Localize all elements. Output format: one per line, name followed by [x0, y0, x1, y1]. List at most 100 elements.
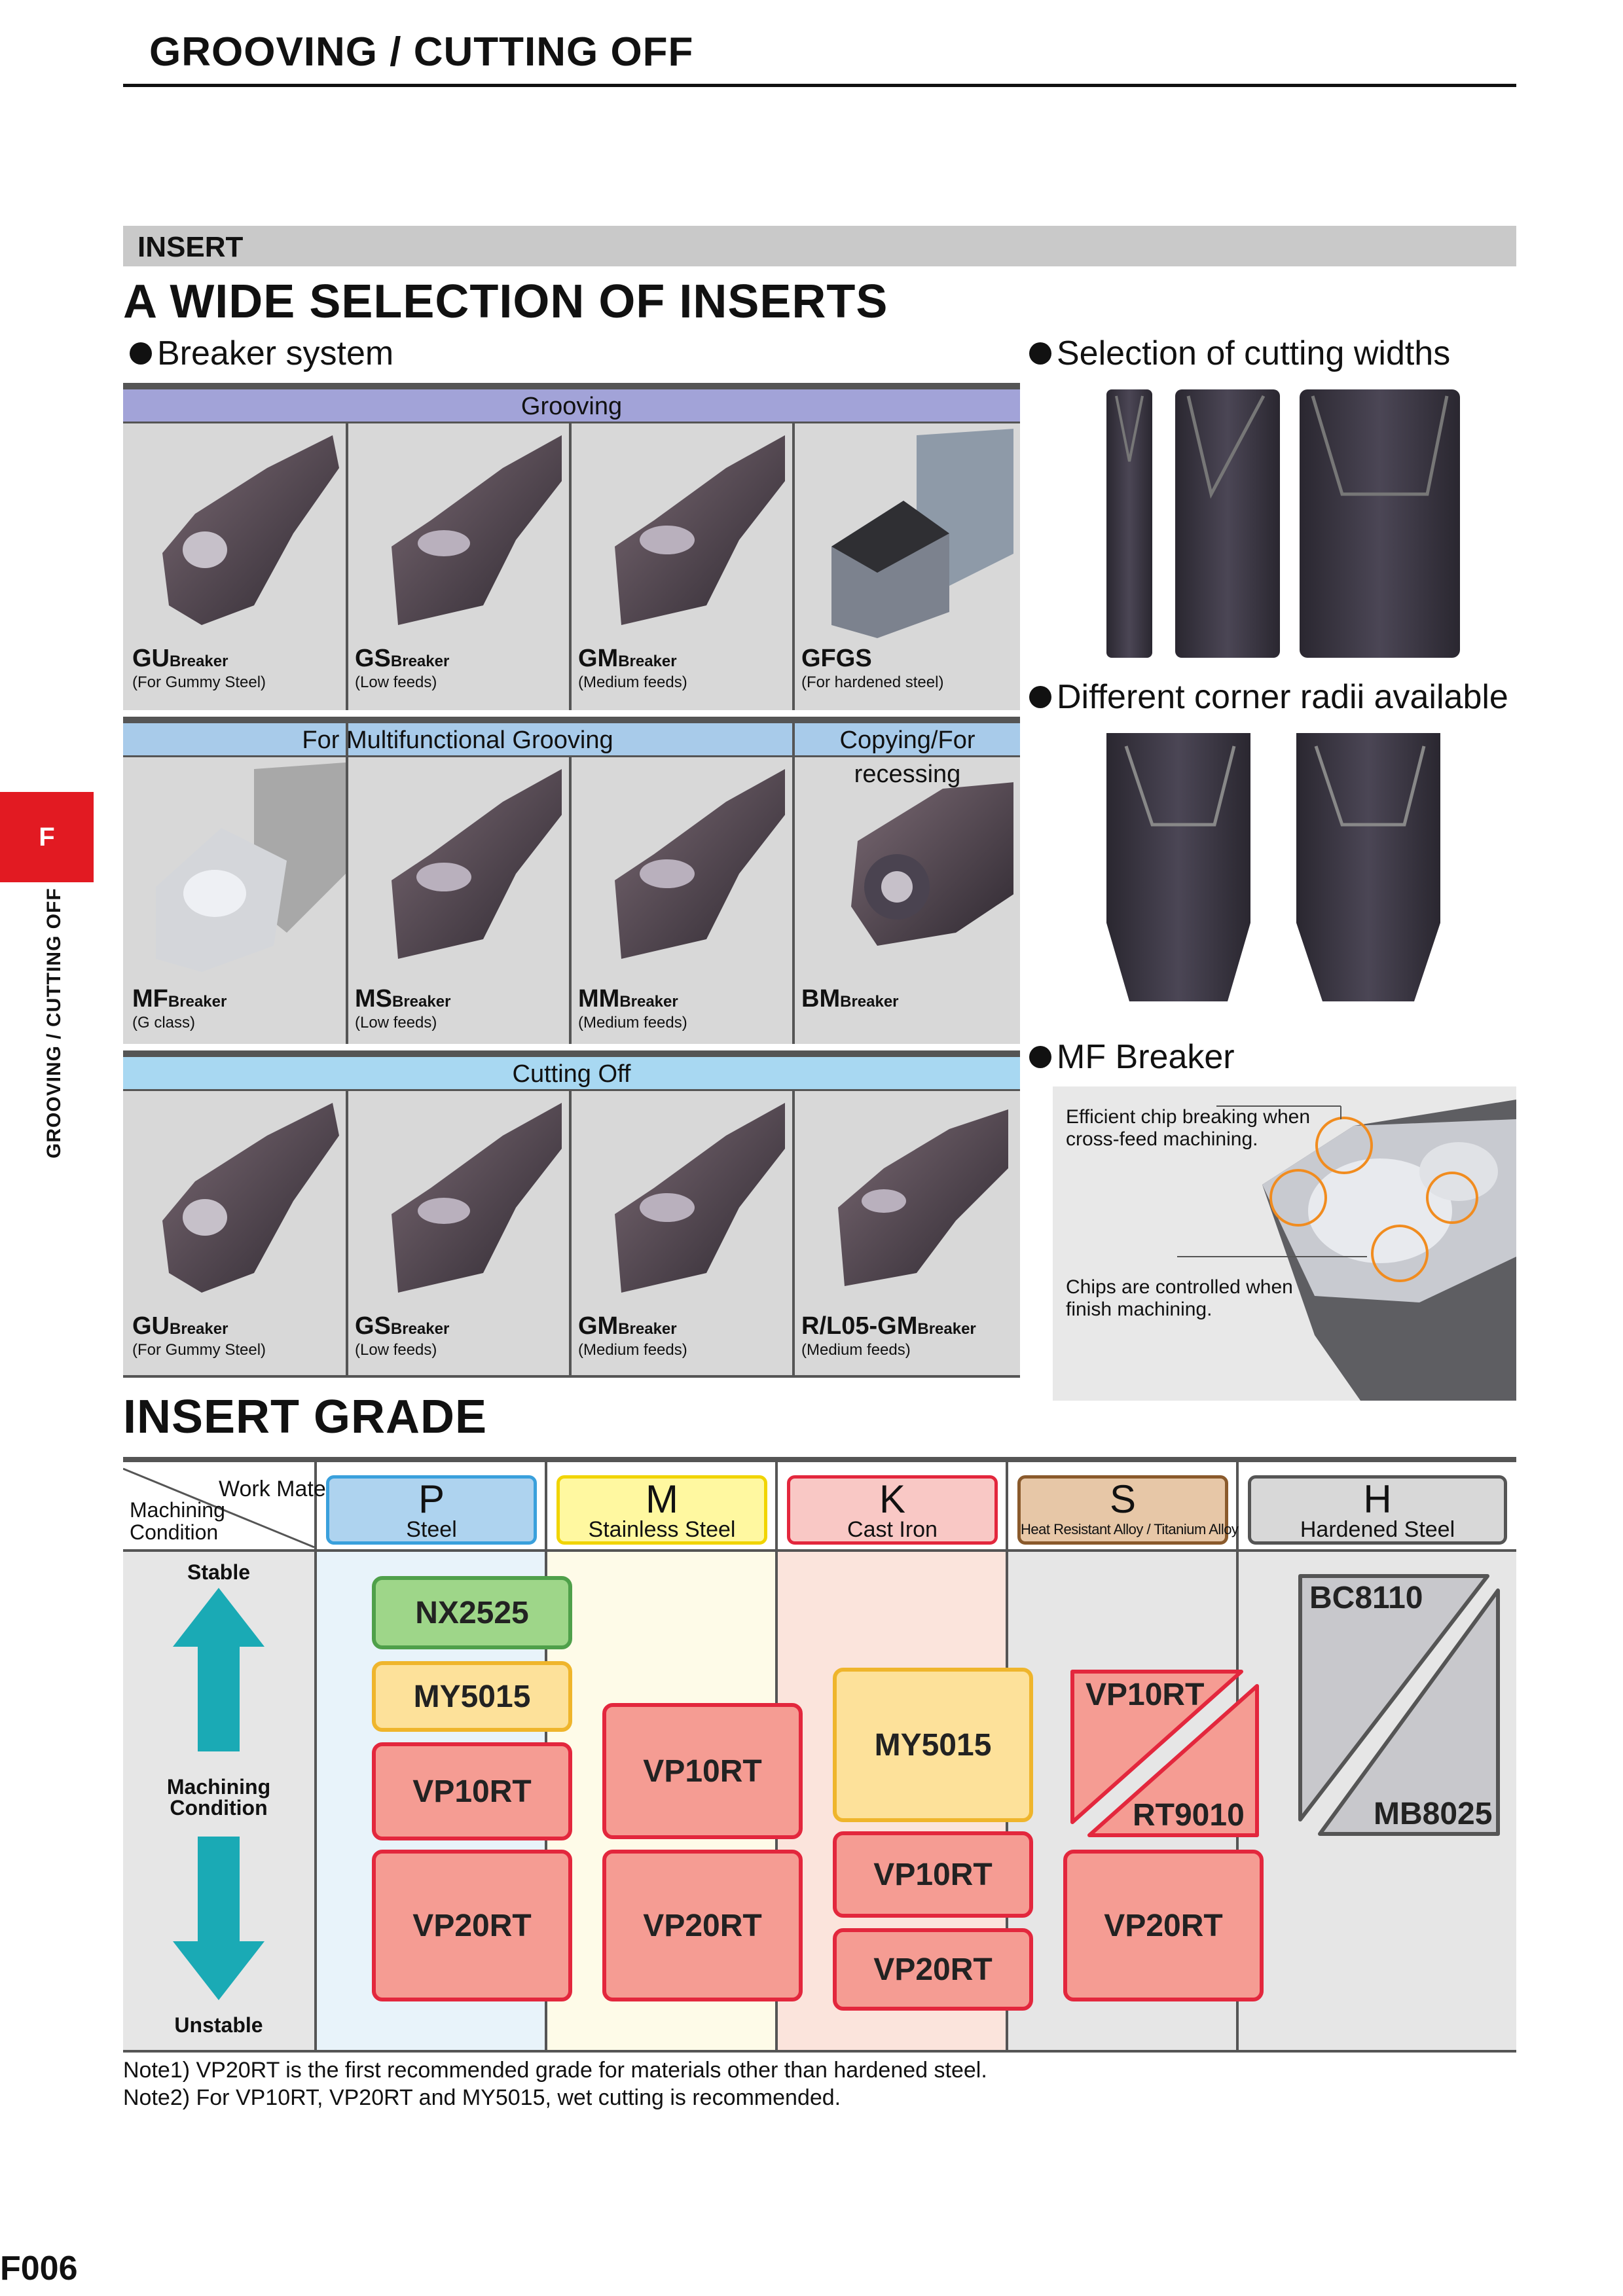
- mf-note-cross-feed: Efficient chip breaking when cross-feed …: [1066, 1106, 1311, 1150]
- small-radius-blade-icon: [1106, 733, 1250, 1001]
- col-head-k: K Cast Iron: [787, 1475, 998, 1545]
- grade-p-vp10rt[interactable]: VP10RT: [372, 1742, 572, 1840]
- cell-desc-gs-cutoff: (Low feeds): [355, 1341, 437, 1359]
- side-tab-f[interactable]: F: [0, 792, 94, 882]
- cell-desc-mm: (Medium feeds): [578, 1014, 687, 1031]
- page-title: GROOVING / CUTTING OFF: [149, 29, 694, 75]
- cell-name-gfgs: GFGS: [801, 645, 872, 672]
- band-grooving: Grooving: [123, 389, 1020, 423]
- band-multifunctional: For Multifunctional Grooving: [123, 723, 792, 757]
- grade-h-bc8110[interactable]: BC8110: [1309, 1581, 1423, 1615]
- ms-insert-icon: [392, 769, 562, 959]
- cell-desc-rl05-gm: (Medium feeds): [801, 1341, 911, 1359]
- cell-name-mm: MMBreaker: [578, 985, 678, 1013]
- breaker-system-heading: Breaker system: [130, 334, 393, 373]
- cell-desc-gs-grooving: (Low feeds): [355, 673, 437, 691]
- cell-desc-gm-grooving: (Medium feeds): [578, 673, 687, 691]
- gfgs-insert-icon: [831, 429, 1013, 638]
- cell-desc-gu-grooving: (For Gummy Steel): [132, 673, 266, 691]
- gm-insert-icon: [615, 435, 785, 625]
- band-copying: Copying/For recessing: [795, 723, 1020, 788]
- bullet-icon: [1029, 686, 1051, 708]
- cell-desc-gu-cutoff: (For Gummy Steel): [132, 1341, 266, 1359]
- cell-desc-ms: (Low feeds): [355, 1014, 437, 1031]
- cell-name-gm-grooving: GMBreaker: [578, 645, 677, 672]
- cutting-off-inserts-illustration: [162, 1103, 1008, 1293]
- band-cutting-off: Cutting Off: [123, 1057, 1020, 1091]
- grade-p-vp20rt[interactable]: VP20RT: [372, 1850, 572, 2001]
- gu-cutoff-insert-icon: [162, 1103, 339, 1293]
- bullet-icon: [130, 342, 152, 365]
- grooving-inserts-illustration: [162, 429, 1013, 638]
- highlight-circle-icon: [1315, 1117, 1373, 1174]
- cutting-widths-heading: Selection of cutting widths: [1029, 334, 1450, 373]
- bullet-icon: [1029, 1046, 1051, 1068]
- grade-k-vp10rt[interactable]: VP10RT: [833, 1831, 1033, 1918]
- grooving-panel: Grooving GUBreaker (For Gummy Steel) GSB…: [123, 383, 1020, 710]
- mf-breaker-heading: MF Breaker: [1029, 1037, 1235, 1077]
- rl05-gm-insert-icon: [838, 1109, 1008, 1286]
- bullet-icon: [1029, 342, 1051, 365]
- cutting-widths-illustration: [1106, 389, 1460, 658]
- gu-insert-icon: [162, 435, 339, 625]
- grade-p-my5015[interactable]: MY5015: [372, 1661, 572, 1732]
- col-head-p: P Steel: [326, 1475, 537, 1545]
- mm-insert-icon: [615, 769, 785, 959]
- grade-s-vp10rt[interactable]: VP10RT: [1085, 1677, 1205, 1712]
- grade-s-split-icon: [1070, 1670, 1259, 1837]
- grade-m-vp20rt[interactable]: VP20RT: [602, 1850, 803, 2001]
- gs-insert-icon: [392, 435, 562, 625]
- mf-note-finish: Chips are controlled when finish machini…: [1066, 1276, 1293, 1320]
- narrow-blade-icon: [1106, 389, 1152, 658]
- highlight-circle-icon: [1371, 1225, 1429, 1282]
- note-1: Note1) VP20RT is the first recommended g…: [123, 2058, 987, 2083]
- multifunctional-panel: For Multifunctional Grooving Copying/For…: [123, 717, 1020, 1044]
- unstable-label: Unstable: [174, 2013, 263, 2037]
- large-radius-blade-icon: [1296, 733, 1440, 1001]
- cell-desc-gfgs: (For hardened steel): [801, 673, 944, 691]
- highlight-circle-icon: [1269, 1169, 1327, 1227]
- side-section-label: GROOVING / CUTTING OFF: [43, 888, 65, 1158]
- col-head-s: S Heat Resistant Alloy / Titanium Alloy: [1017, 1475, 1239, 1545]
- cell-name-gu-cutoff: GUBreaker: [132, 1312, 228, 1340]
- multifunctional-inserts-illustration: [156, 762, 1013, 972]
- cell-desc-mf: (G class): [132, 1014, 195, 1031]
- grade-k-my5015[interactable]: MY5015: [833, 1668, 1033, 1822]
- note-2: Note2) For VP10RT, VP20RT and MY5015, we…: [123, 2085, 841, 2110]
- col-head-h: H Hardened Steel: [1248, 1475, 1507, 1545]
- grade-h-mb8025[interactable]: MB8025: [1374, 1797, 1493, 1831]
- bm-insert-icon: [851, 782, 1013, 946]
- grade-table: Work Material Machining Condition P Stee…: [123, 1457, 1516, 2053]
- machining-condition-label: Machining Condition: [166, 1775, 271, 1820]
- section-bar: INSERT: [123, 226, 1516, 266]
- grade-s-rt9010[interactable]: RT9010: [1133, 1798, 1245, 1833]
- inserts-heading: A WIDE SELECTION OF INSERTS: [123, 276, 888, 328]
- cell-desc-gm-cutoff: (Medium feeds): [578, 1341, 687, 1359]
- corner-radii-illustration: [1106, 733, 1440, 1001]
- condition-arrows-icon: [173, 1588, 264, 2000]
- grade-k-vp20rt[interactable]: VP20RT: [833, 1928, 1033, 2011]
- grade-m-vp10rt[interactable]: VP10RT: [602, 1703, 803, 1839]
- gs-cutoff-insert-icon: [392, 1103, 562, 1293]
- cell-name-gs-cutoff: GSBreaker: [355, 1312, 450, 1340]
- grade-heading: INSERT GRADE: [123, 1391, 488, 1443]
- mf-breaker-illustration: Efficient chip breaking when cross-feed …: [1053, 1086, 1516, 1401]
- machining-condition-head: Machining Condition: [130, 1498, 225, 1544]
- section-label: INSERT: [137, 231, 244, 263]
- cell-name-gs-grooving: GSBreaker: [355, 645, 450, 672]
- cell-name-bm: BMBreaker: [801, 985, 899, 1013]
- mf-insert-icon: [156, 762, 346, 972]
- page-number: F006: [0, 2250, 78, 2287]
- title-rule: [123, 84, 1516, 87]
- stable-label: Stable: [187, 1560, 251, 1584]
- cell-name-rl05-gm: R/L05-GMBreaker: [801, 1312, 976, 1340]
- cutting-off-panel: Cutting Off GUBreaker (For Gummy Steel) …: [123, 1050, 1020, 1378]
- grade-s-vp20rt[interactable]: VP20RT: [1063, 1850, 1264, 2001]
- highlight-circle-icon: [1426, 1172, 1478, 1224]
- grade-p-nx2525[interactable]: NX2525: [372, 1576, 572, 1649]
- cell-name-mf: MFBreaker: [132, 985, 227, 1013]
- col-head-m: M Stainless Steel: [556, 1475, 767, 1545]
- cell-name-gu-grooving: GUBreaker: [132, 645, 228, 672]
- grade-h-split-icon: [1298, 1574, 1500, 1836]
- cell-name-ms: MSBreaker: [355, 985, 451, 1013]
